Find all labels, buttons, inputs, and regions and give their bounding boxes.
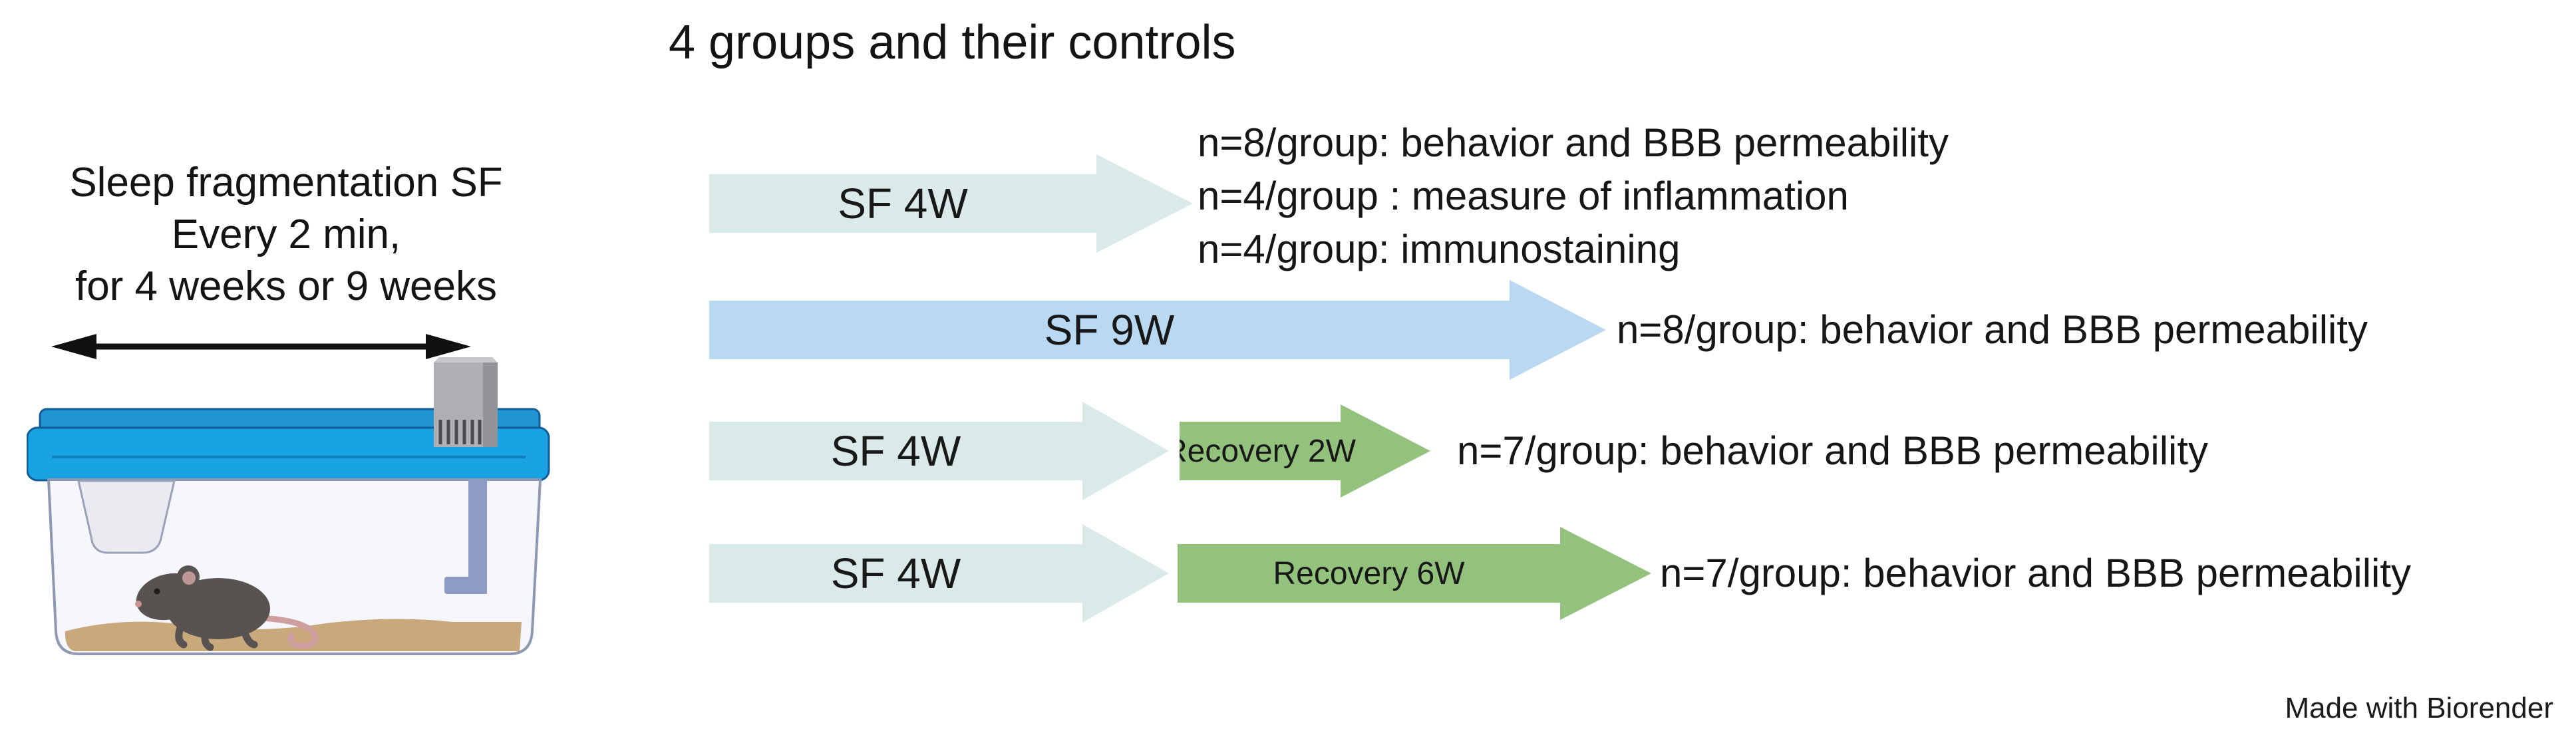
group1-sf-arrow: SF 4W bbox=[709, 154, 1193, 253]
group1-results: n=8/group: behavior and BBB permeability… bbox=[1198, 116, 1949, 276]
group4-recovery-arrow: Recovery 6W bbox=[1178, 527, 1651, 620]
group3-sf-arrow-label: SF 4W bbox=[830, 427, 961, 475]
caption-line-3: for 4 weeks or 9 weeks bbox=[75, 263, 498, 309]
result-line: n=7/group: behavior and BBB permeability bbox=[1457, 428, 2209, 473]
result-line: n=8/group: behavior and BBB permeability bbox=[1198, 120, 1949, 165]
group4-sf-arrow: SF 4W bbox=[709, 524, 1169, 623]
cage-lid bbox=[27, 408, 550, 482]
caption-line-1: Sleep fragmentation SF bbox=[69, 160, 503, 206]
group1-arrow-label: SF 4W bbox=[838, 180, 968, 227]
result-line: n=7/group: behavior and BBB permeability bbox=[1660, 551, 2412, 595]
group4-results: n=7/group: behavior and BBB permeability bbox=[1660, 547, 2411, 600]
group3-results: n=7/group: behavior and BBB permeability bbox=[1457, 424, 2208, 478]
water-bottle-icon bbox=[77, 480, 176, 554]
air-tube-icon bbox=[444, 480, 487, 594]
group2-sf-arrow: SF 9W bbox=[709, 280, 1606, 380]
group3-recovery-arrow-label: Recovery 2W bbox=[1164, 433, 1357, 469]
group2-arrow-label: SF 9W bbox=[1044, 306, 1175, 354]
protocol-caption: Sleep fragmentation SF Every 2 min, for … bbox=[40, 157, 532, 313]
mouse-cage-illustration bbox=[27, 357, 550, 655]
group4-sf-arrow-label: SF 4W bbox=[830, 549, 961, 597]
result-line: n=4/group: immunostaining bbox=[1198, 227, 1681, 271]
caption-line-2: Every 2 min, bbox=[171, 212, 401, 257]
biorender-credit: Made with Biorender bbox=[2285, 692, 2553, 724]
group2-results: n=8/group: behavior and BBB permeability bbox=[1617, 303, 2368, 357]
result-line: n=4/group : measure of inflammation bbox=[1198, 174, 1849, 218]
group4-recovery-arrow-label: Recovery 6W bbox=[1273, 555, 1465, 591]
double-arrow-icon bbox=[51, 334, 471, 359]
group3-sf-arrow: SF 4W bbox=[709, 402, 1169, 500]
sf-device-icon bbox=[434, 357, 498, 447]
group3-recovery-arrow: Recovery 2W bbox=[1180, 404, 1430, 498]
result-line: n=8/group: behavior and BBB permeability bbox=[1617, 307, 2368, 352]
mouse-icon bbox=[135, 565, 319, 651]
figure-title: 4 groups and their controls bbox=[669, 16, 1236, 69]
